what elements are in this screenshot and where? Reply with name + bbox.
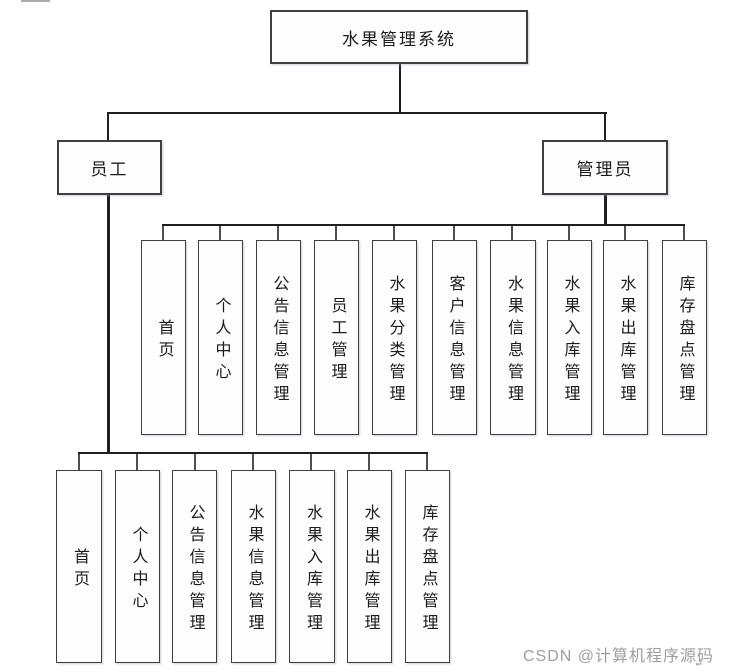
connector-employee-rail xyxy=(78,452,428,454)
connector-root-drop xyxy=(399,63,401,113)
node-label: 水果出库管理 xyxy=(617,274,635,407)
connector-employee-child-stub xyxy=(136,454,138,470)
connector-admin-child-stub xyxy=(511,226,513,240)
node-label: 员工管理 xyxy=(328,296,346,385)
emp-node-announcement-info-mgmt: 公告信息管理 xyxy=(172,470,217,663)
connector-employee-stub xyxy=(107,114,109,140)
csdn-watermark: CSDN @计算机程序源码 xyxy=(523,648,715,665)
connector-admin-drop xyxy=(604,195,607,225)
emp-node-fruit-inbound-mgmt: 水果入库管理 xyxy=(289,470,335,663)
connector-admin-child-stub xyxy=(453,226,455,240)
node-employee: 员工 xyxy=(57,140,162,195)
connector-admin-child-stub xyxy=(277,226,279,240)
admin-node-announcement-info-mgmt: 公告信息管理 xyxy=(256,240,301,435)
node-label: 库存盘点管理 xyxy=(419,503,437,636)
connector-admin-child-stub xyxy=(393,226,395,240)
connector-employee-child-stub xyxy=(194,454,196,470)
node-label: 水果出库管理 xyxy=(361,503,379,636)
admin-node-personal-center: 个人中心 xyxy=(198,240,243,435)
connector-employee-child-stub xyxy=(310,454,312,470)
node-label: 员工 xyxy=(90,160,129,179)
connector-main-rail xyxy=(107,112,607,114)
admin-node-home: 首页 xyxy=(141,240,186,435)
node-label: 个人中心 xyxy=(212,296,230,385)
node-label: 公告信息管理 xyxy=(186,503,204,636)
node-label: 首页 xyxy=(71,547,88,592)
node-admin: 管理员 xyxy=(542,140,668,195)
node-label: 水果信息管理 xyxy=(245,503,263,636)
node-label: 水果分类管理 xyxy=(386,274,404,407)
emp-node-fruit-outbound-mgmt: 水果出库管理 xyxy=(347,470,392,663)
node-fruit-management-system: 水果管理系统 xyxy=(270,10,528,64)
admin-node-customer-info-mgmt: 客户信息管理 xyxy=(432,240,477,435)
connector-admin-child-stub xyxy=(568,226,570,240)
admin-node-fruit-category-mgmt: 水果分类管理 xyxy=(372,240,417,435)
node-label: 首页 xyxy=(155,318,173,363)
node-label: 水果信息管理 xyxy=(505,274,522,407)
admin-node-inventory-check-mgmt: 库存盘点管理 xyxy=(662,240,707,435)
node-label: 公告信息管理 xyxy=(270,274,288,407)
admin-node-fruit-info-mgmt: 水果信息管理 xyxy=(490,240,536,435)
connector-employee-child-stub xyxy=(252,454,254,470)
admin-node-fruit-outbound-mgmt: 水果出库管理 xyxy=(603,240,648,435)
node-label: 水果入库管理 xyxy=(561,274,579,407)
node-label: 水果管理系统 xyxy=(342,29,456,49)
emp-node-home: 首页 xyxy=(56,470,102,663)
connector-employee-child-stub xyxy=(426,454,428,470)
connector-employee-drop xyxy=(107,195,110,453)
emp-node-personal-center: 个人中心 xyxy=(115,470,160,663)
connector-employee-child-stub xyxy=(368,454,370,470)
connector-admin-child-stub xyxy=(624,226,626,240)
emp-node-fruit-info-mgmt: 水果信息管理 xyxy=(231,470,276,663)
connector-admin-child-stub xyxy=(683,226,685,240)
node-label: 个人中心 xyxy=(129,525,147,614)
connector-admin-stub xyxy=(604,114,606,140)
admin-node-fruit-inbound-mgmt: 水果入库管理 xyxy=(547,240,592,435)
connector-employee-child-stub xyxy=(78,454,80,470)
return-mark: ↵ xyxy=(694,658,704,670)
node-label: 水果入库管理 xyxy=(304,503,321,636)
node-label: 客户信息管理 xyxy=(446,274,464,407)
node-label: 库存盘点管理 xyxy=(676,274,694,407)
emp-node-inventory-check-mgmt: 库存盘点管理 xyxy=(405,470,450,663)
connector-admin-child-stub xyxy=(335,226,337,240)
connector-admin-rail xyxy=(162,224,685,226)
cropped-border-artifact xyxy=(21,0,50,2)
connector-admin-child-stub xyxy=(162,226,164,240)
connector-admin-child-stub xyxy=(219,226,221,240)
admin-node-employee-mgmt: 员工管理 xyxy=(314,240,359,435)
node-label: 管理员 xyxy=(576,160,634,179)
